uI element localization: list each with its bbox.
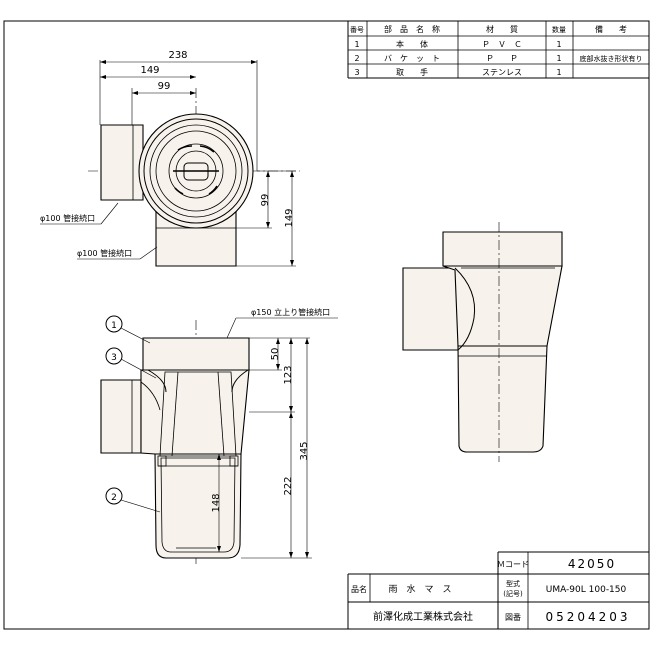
title-block: Ｍコード 42050 品名 雨 水 マ ス 型式 (記号) UMA-90L 10… xyxy=(347,551,649,629)
parts-header-qty: 数量 xyxy=(552,25,566,34)
parts-header-no: 番号 xyxy=(350,26,364,34)
model-label-1: 型式 xyxy=(506,579,520,588)
parts-row-3-material: ステンレス xyxy=(482,68,522,77)
label-inlet-side: φ100 管接続口 xyxy=(40,213,95,223)
side-view xyxy=(402,222,563,462)
label-top-outlet: φ150 立上り管接続口 xyxy=(251,307,330,317)
model-value: UMA-90L 100-150 xyxy=(546,585,627,595)
dim-h345: 345 xyxy=(299,441,310,460)
mcode-label: Ｍコード xyxy=(497,560,529,569)
callout-2: 2 xyxy=(111,493,117,503)
drawing-no-value: 05204203 xyxy=(545,610,630,624)
dim-width-149: 149 xyxy=(140,65,159,76)
parts-row-2-no: 2 xyxy=(354,54,359,63)
parts-header-name: 部 品 名 称 xyxy=(384,24,440,34)
name-label: 品名 xyxy=(351,584,367,594)
dim-h148: 148 xyxy=(211,493,222,512)
dim-side-99: 99 xyxy=(260,194,271,207)
parts-header-note: 備 考 xyxy=(595,24,627,34)
company-name: 前澤化成工業株式会社 xyxy=(373,610,473,623)
dim-side-149: 149 xyxy=(284,208,295,227)
label-inlet-bottom: φ100 管接続口 xyxy=(77,248,132,258)
parts-row-2-name: バ ケ ッ ト xyxy=(384,54,440,63)
parts-row-2-material: Ｐ Ｐ xyxy=(486,54,518,63)
parts-row-1-qty: 1 xyxy=(556,40,561,49)
parts-row-3-qty: 1 xyxy=(556,68,561,77)
parts-row-2-note: 底部水抜き形状有り xyxy=(580,54,643,63)
drawing-no-label: 図番 xyxy=(505,612,521,622)
dim-overall-width: 238 xyxy=(168,50,187,61)
dim-h222: 222 xyxy=(283,476,294,495)
plan-view: 238 149 99 99 149 φ100 管接続口 φ100 管接続口 xyxy=(40,50,300,267)
dim-width-99: 99 xyxy=(158,81,171,92)
dim-h50: 50 xyxy=(270,348,281,361)
section-view: 1 3 2 φ150 立上り管接続口 50 123 345 222 xyxy=(100,307,338,565)
callout-3: 3 xyxy=(111,353,117,363)
name-value: 雨 水 マ ス xyxy=(388,583,451,595)
parts-table: 番号 部 品 名 称 材 質 数量 備 考 1 本 体 Ｐ Ｖ Ｃ 1 2 バ … xyxy=(347,21,649,79)
parts-header-material: 材 質 xyxy=(486,24,518,34)
parts-row-2-qty: 1 xyxy=(556,54,561,63)
parts-row-1-material: Ｐ Ｖ Ｃ xyxy=(482,40,522,49)
parts-row-1-no: 1 xyxy=(354,40,359,49)
parts-row-3-name: 取 手 xyxy=(396,67,428,77)
sheet-border xyxy=(3,20,650,630)
dim-h123: 123 xyxy=(283,365,294,384)
model-label-2: (記号) xyxy=(503,589,523,598)
callout-1: 1 xyxy=(111,321,117,331)
parts-row-3-no: 3 xyxy=(354,68,359,77)
mcode-value: 42050 xyxy=(568,557,616,571)
parts-row-1-name: 本 体 xyxy=(396,39,428,49)
